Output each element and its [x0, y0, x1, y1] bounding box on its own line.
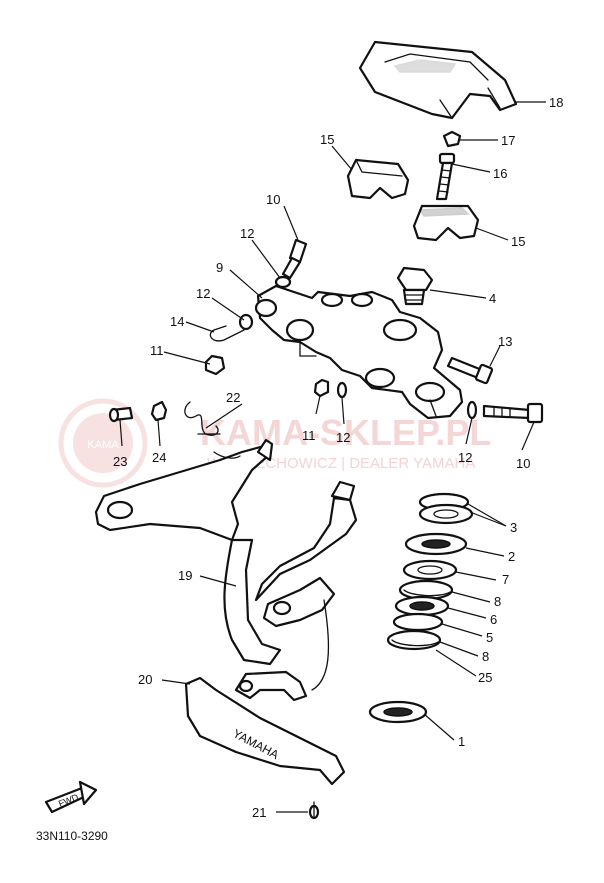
callout-11-right: 11 — [302, 428, 316, 443]
callout-10-right: 10 — [516, 456, 530, 471]
part-24-nut — [150, 400, 168, 422]
part-20-cover: YAMAHA — [184, 676, 346, 786]
part-8-bearing-a — [398, 579, 454, 601]
callout-18: 18 — [549, 95, 563, 110]
callout-7: 7 — [502, 572, 509, 587]
part-23-pin — [108, 406, 134, 423]
watermark-brand: KAMA-SKLEP.PL — [200, 412, 491, 453]
callout-15-upper: 15 — [320, 132, 334, 147]
leader-lines — [119, 101, 546, 813]
callout-13: 13 — [498, 334, 512, 349]
part-16-bolt — [435, 152, 456, 201]
callout-20: 20 — [138, 672, 152, 687]
callout-23: 23 — [113, 454, 127, 469]
part-8-bearing-b — [386, 629, 442, 651]
callout-5: 5 — [486, 630, 493, 645]
callout-2: 2 — [508, 549, 515, 564]
callout-8-b: 8 — [482, 649, 489, 664]
part-22-spring — [184, 401, 221, 436]
part-15-holder-lower — [412, 204, 480, 242]
part-15-holder-upper — [346, 158, 410, 200]
part-9-underbracket — [254, 284, 464, 420]
callout-21: 21 — [252, 805, 266, 820]
callout-24: 24 — [152, 450, 166, 465]
callout-25: 25 — [478, 670, 492, 685]
part-5-ring — [392, 612, 444, 632]
drawing-code: 33N110-3290 — [36, 829, 108, 843]
callout-15-lower: 15 — [511, 234, 525, 249]
fwd-indicator: FWD — [44, 780, 98, 814]
watermark: KAMA KAMA-SKLEP.PL WOJCIECHOWICZ | DEALE… — [58, 398, 491, 488]
part-10-bolt-right — [482, 402, 544, 424]
callout-12-b: 12 — [196, 286, 210, 301]
callout-12-c: 12 — [336, 430, 350, 445]
part-11-nut-a — [204, 354, 226, 376]
part-12-washer-b — [238, 313, 254, 331]
callout-22: 22 — [226, 390, 240, 405]
part-11-nut-b — [313, 378, 330, 398]
part-14-clip — [209, 325, 245, 342]
callout-12-d: 12 — [458, 450, 472, 465]
watermark-subtitle: WOJCIECHOWICZ | DEALER YAMAHA — [207, 455, 475, 472]
part-10-bolt — [281, 238, 308, 280]
part-21-screw — [308, 801, 320, 820]
watermark-logo: KAMA — [58, 398, 148, 488]
callout-11-left: 11 — [150, 343, 164, 358]
callout-1: 1 — [458, 734, 465, 749]
watermark-logo-text: KAMA — [87, 439, 119, 451]
callout-17: 17 — [501, 133, 515, 148]
callout-16: 16 — [493, 166, 507, 181]
callout-9: 9 — [216, 260, 223, 275]
part-7-seal — [402, 559, 458, 581]
callout-19: 19 — [178, 568, 192, 583]
callout-4: 4 — [489, 291, 496, 306]
part-1-dust-seal — [368, 700, 428, 724]
part-12-washer-d — [466, 400, 478, 420]
fwd-label: FWD — [57, 792, 80, 809]
callout-12-a: 12 — [240, 226, 254, 241]
callout-10-upper: 10 — [266, 192, 280, 207]
part-13-bolt — [446, 356, 494, 385]
callout-14: 14 — [170, 314, 184, 329]
part-2-race — [404, 532, 468, 556]
part-18-handle-cover — [358, 40, 518, 120]
part-17-nut — [442, 130, 462, 148]
part-3-bearing-upper — [418, 492, 474, 525]
part-4-crown-nut — [396, 266, 434, 306]
part-19-fender-stay — [94, 438, 358, 702]
part-6-race — [394, 595, 450, 617]
callout-8-a: 8 — [494, 594, 501, 609]
callout-3: 3 — [510, 520, 517, 535]
callout-labels: 18 17 16 15 15 10 12 9 12 4 14 11 13 22 … — [113, 95, 563, 820]
part-12-washer-c — [336, 381, 348, 399]
callout-6: 6 — [490, 612, 497, 627]
part-12-washer-a — [274, 275, 292, 289]
